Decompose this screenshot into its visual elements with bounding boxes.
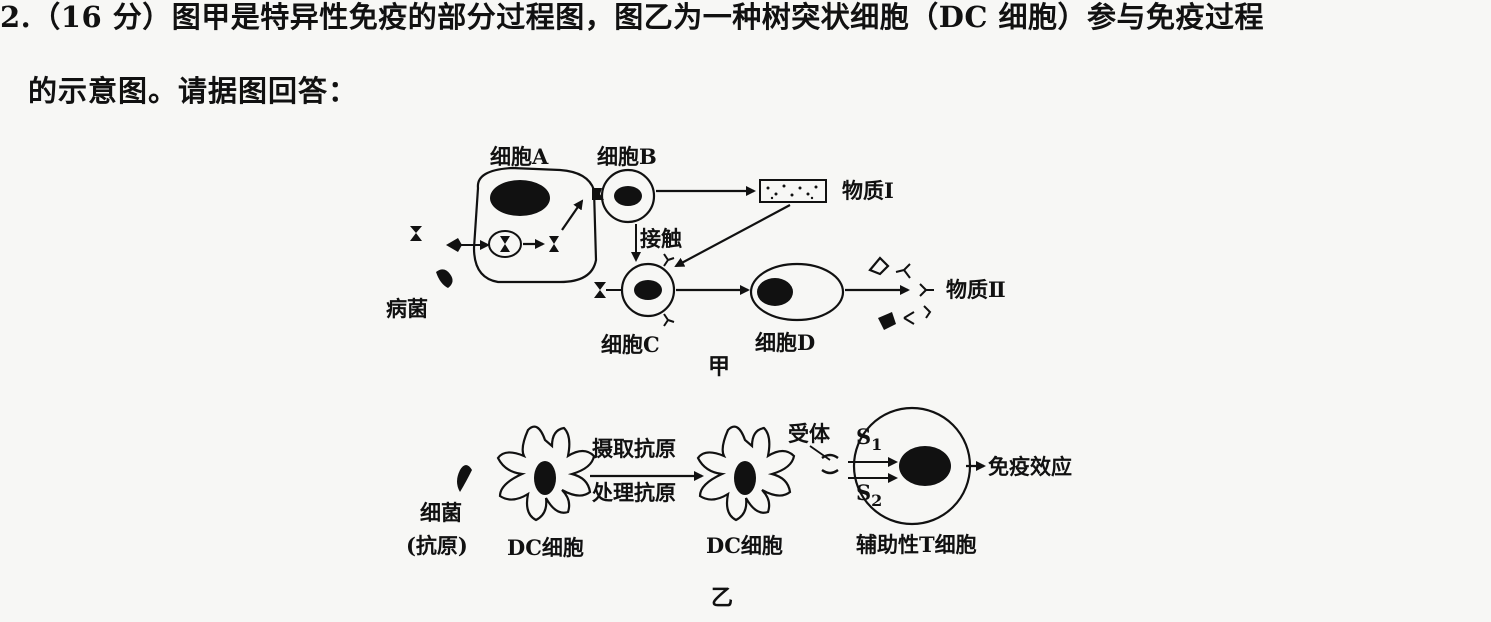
cell-a-vesicle <box>488 230 522 258</box>
substance-1-dots <box>766 184 818 200</box>
figure-jia-caption: 甲 <box>708 354 730 380</box>
arrow-antigen-to-surface <box>561 199 584 231</box>
pathogen-label: 病菌 <box>386 296 428 321</box>
cell-d-shape <box>749 262 845 322</box>
cell-c-receptor-bottom-icon <box>663 313 675 327</box>
cell-c-antigen-icon <box>594 282 606 298</box>
cell-d-nucleus <box>757 278 793 306</box>
cell-c-label: 细胞C <box>601 332 660 357</box>
dc-cell-1-label: DC细胞 <box>507 535 584 560</box>
receptor-icon <box>821 453 839 475</box>
antigen-bound-bottom-icon <box>878 312 896 330</box>
antibody-bottom-icon <box>903 311 915 325</box>
substance-1-box <box>759 179 827 203</box>
dc-cell-1-nucleus <box>534 461 556 495</box>
cell-c-nucleus <box>634 280 662 300</box>
question-line-2: 的示意图。请据图回答： <box>28 74 359 108</box>
dc-cell-2-label: DC细胞 <box>706 533 783 558</box>
question-line-1: 2.（16 分）图甲是特异性免疫的部分过程图，图乙为一种树突状细胞（DC 细胞）… <box>0 0 1265 34</box>
pathogen-icon <box>436 269 453 288</box>
bacteria-label-line2: (抗原) <box>406 533 468 558</box>
antibody-top-icon <box>895 263 911 279</box>
substance-2-label: 物质Ⅱ <box>946 277 1006 302</box>
immune-effect-label: 免疫效应 <box>988 454 1072 479</box>
antibody-mid-icon <box>919 283 934 297</box>
helper-t-cell-nucleus <box>899 446 951 486</box>
cell-b-shape <box>600 168 656 224</box>
antigen-bound-top-icon <box>868 256 890 276</box>
substance-1-label: 物质Ⅰ <box>842 178 894 203</box>
arrow-substance-1-to-c <box>674 204 791 267</box>
bacteria-label-line1: 细菌 <box>420 500 462 525</box>
helper-t-cell-label: 辅助性T细胞 <box>856 532 977 557</box>
figure-yi: 细菌 (抗原) DC细胞 摄取抗原 处理抗原 DC细胞 受体 S1 S2 辅助性… <box>406 406 1072 611</box>
processed-antigen-icon <box>549 236 559 252</box>
cell-a-label: 细胞A <box>490 144 549 169</box>
uptake-label: 摄取抗原 <box>592 436 676 461</box>
figure-yi-caption: 乙 <box>711 585 733 611</box>
figure-jia: 病菌 细胞A 细胞B 物质Ⅰ 接触 细胞C 细胞D <box>386 144 1006 380</box>
dc-cell-2-shape <box>696 425 796 522</box>
dc-cell-2-nucleus <box>734 461 756 495</box>
contact-label: 接触 <box>640 226 682 251</box>
dc-cell-1-shape <box>496 425 596 522</box>
receptor-pointer-icon <box>809 445 831 461</box>
cell-c-receptor-top-icon <box>663 253 675 267</box>
cell-b-nucleus <box>614 186 642 206</box>
antigen-outside-icon <box>410 226 422 241</box>
antigen-entering-icon <box>446 238 462 252</box>
signal-s2-label: S2 <box>856 480 882 510</box>
antigen-in-vesicle-icon <box>500 236 510 252</box>
cell-a-nucleus <box>490 180 550 216</box>
antibody-small-icon <box>923 305 932 319</box>
bacteria-icon <box>457 465 472 492</box>
receptor-label: 受体 <box>788 421 831 446</box>
process-label: 处理抗原 <box>591 480 676 505</box>
cell-b-label: 细胞B <box>597 144 657 169</box>
cell-a-shape <box>472 166 598 284</box>
cell-d-label: 细胞D <box>755 330 815 355</box>
signal-s1-label: S1 <box>856 424 882 454</box>
